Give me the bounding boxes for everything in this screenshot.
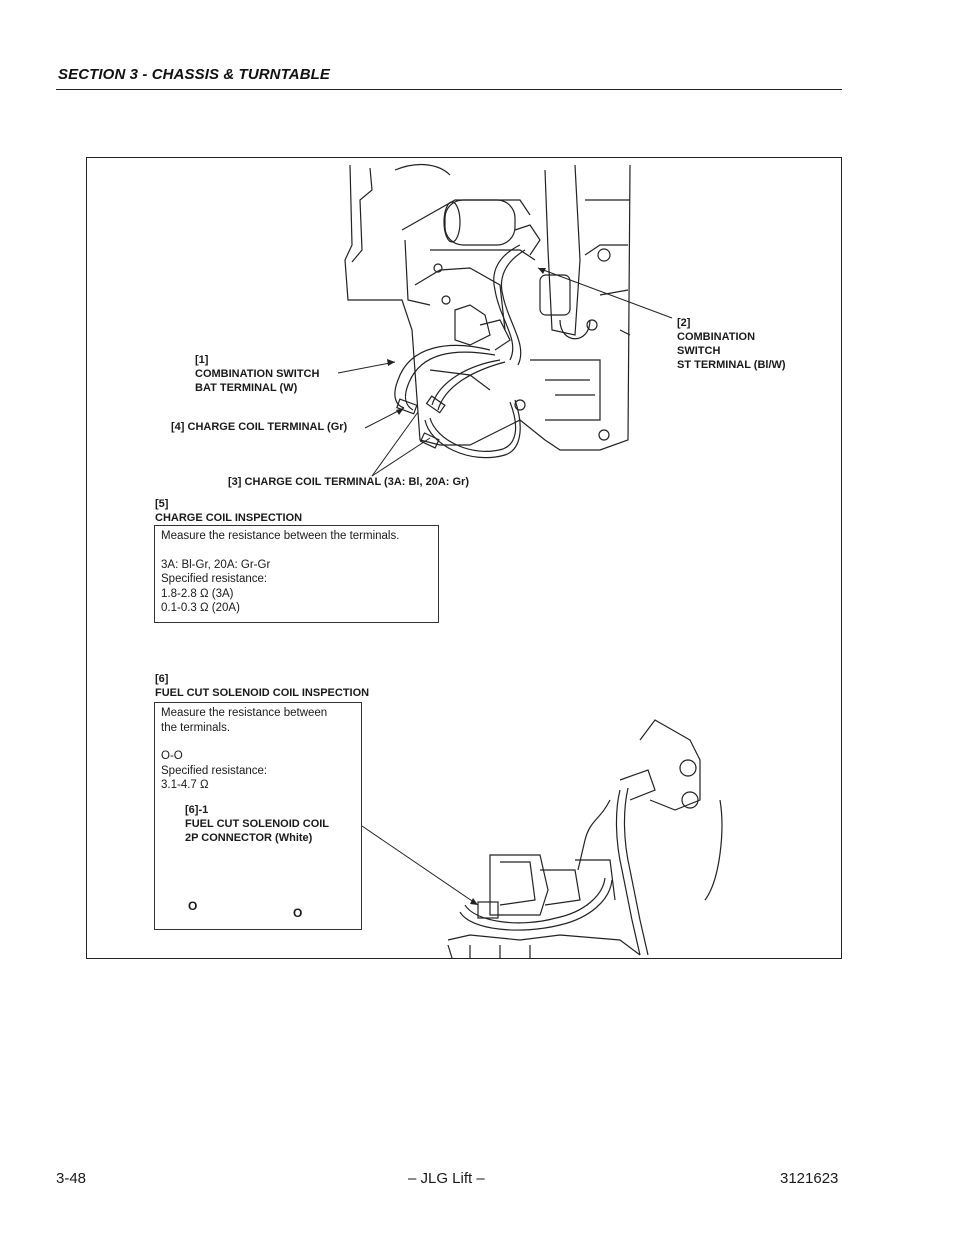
fuel-cut-line: Specified resistance: [161, 764, 268, 777]
charge-coil-line: 0.1-0.3 Ω (20A) [161, 602, 240, 614]
terminal-right-label: O [293, 906, 303, 920]
figure-frame [86, 157, 842, 959]
charge-coil-heading: [5] CHARGE COIL INSPECTION [155, 498, 303, 524]
header-rule [56, 89, 842, 90]
charge-coil-box: Measure the resistance between the termi… [154, 525, 439, 623]
section-title: SECTION 3 - CHASSIS & TURNTABLE [58, 66, 331, 83]
fuel-cut-line: O-O [161, 750, 183, 762]
doc-number: 3121623 [780, 1170, 839, 1187]
spacer [161, 544, 432, 558]
wire-harness-drawing [394, 244, 526, 459]
carburetor-drawing [447, 719, 723, 959]
charge-coil-line: Measure the resistance between the termi… [161, 530, 400, 542]
callout-2: [2] COMBINATION SWITCH ST TERMINAL (Bl/W… [677, 317, 786, 371]
fuel-cut-line: the terminals. [161, 721, 231, 734]
fuel-cut-line: 3.1-4.7 Ω [161, 779, 209, 791]
charge-coil-line: 3A: Bl-Gr, 20A: Gr-Gr [161, 558, 271, 571]
connector-callout: [6]-1 FUEL CUT SOLENOID COIL 2P CONNECTO… [185, 804, 330, 844]
callout-3: [3] CHARGE COIL TERMINAL (3A: Bl, 20A: G… [228, 476, 469, 488]
charge-coil-line: Specified resistance: [161, 573, 268, 585]
fuel-cut-heading: [6] FUEL CUT SOLENOID COIL INSPECTION [155, 673, 370, 699]
arrow-head [396, 408, 404, 415]
engine-block-drawing [344, 163, 631, 451]
terminal-left-label: O [188, 899, 198, 913]
arrow-head [387, 359, 395, 366]
fuel-cut-box: Measure the resistance between the termi… [154, 702, 362, 930]
arrow-head [538, 268, 546, 274]
spacer [161, 735, 355, 749]
arrow-head [470, 898, 478, 905]
callout-1: [1] COMBINATION SWITCH BAT TERMINAL (W) [195, 354, 320, 394]
fuel-cut-line: Measure the resistance between [161, 707, 328, 719]
page-number: 3-48 [56, 1170, 87, 1187]
charge-coil-line: 1.8-2.8 Ω (3A) [161, 587, 234, 600]
footer-center: – JLG Lift – [408, 1170, 485, 1187]
leader-lines [337, 267, 673, 906]
callout-4: [4] CHARGE COIL TERMINAL (Gr) [171, 421, 348, 433]
